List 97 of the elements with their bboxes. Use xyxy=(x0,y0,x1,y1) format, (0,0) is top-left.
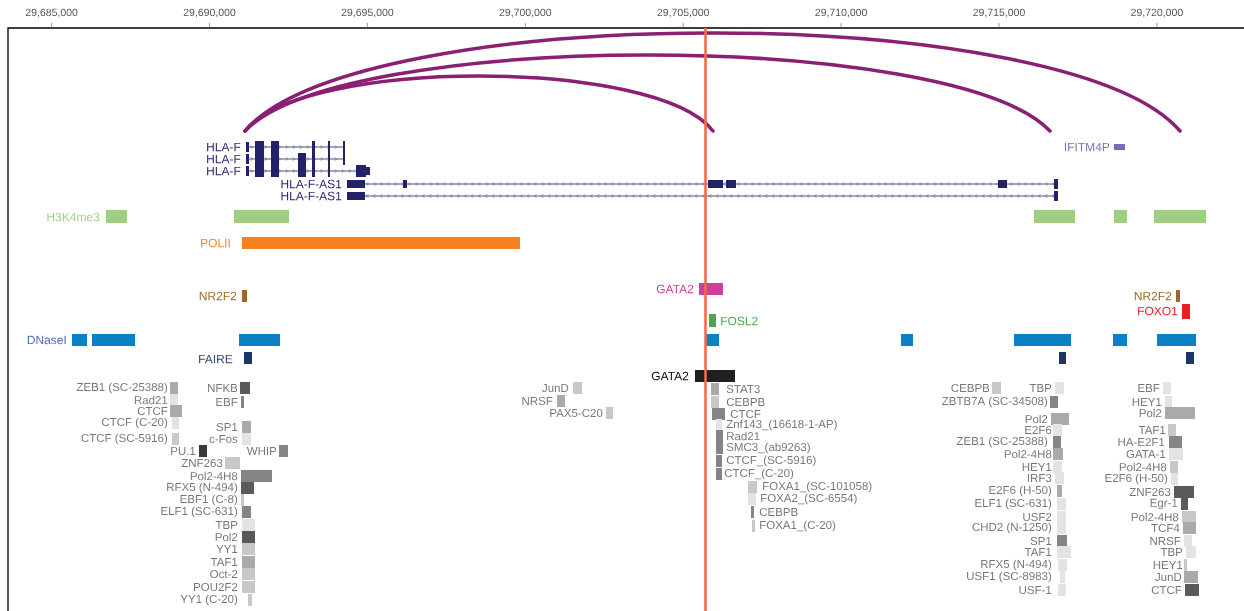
factor-label: ELF1 (SC-631) xyxy=(975,498,1052,510)
factor-label: NRSF xyxy=(522,396,553,406)
factor-label: CTCF xyxy=(137,406,168,416)
track-label: NR2F2 xyxy=(199,291,237,301)
factor-label: E2F6 (H-50) xyxy=(1105,473,1168,485)
factor-label: Pol2-4H8 xyxy=(190,471,238,481)
factor-label: Znf143_(16618-1-AP) xyxy=(726,419,837,431)
factor-label: E2F6 (H-50) xyxy=(989,485,1052,497)
axis-tick-label: 29,710,000 xyxy=(815,8,867,18)
factor-label: USF-1 xyxy=(1019,585,1052,595)
factor-label: RFX5 (N-494) xyxy=(981,559,1052,571)
axis-tick-label: 29,685,000 xyxy=(25,8,78,18)
factor-label: HEY1 xyxy=(1022,463,1052,471)
axis-tick-label: 29,715,000 xyxy=(973,8,1025,18)
factor-label: c-Fos xyxy=(209,435,238,443)
factor-label: CHD2 (N-1250) xyxy=(972,522,1052,534)
factor-label: IRF3 xyxy=(1027,473,1052,483)
factor-label: SP1 xyxy=(216,422,238,432)
factor-label: Pol2 xyxy=(215,532,238,542)
factor-label: CTCF (C-20) xyxy=(101,417,168,429)
factor-label: HEY1 xyxy=(1153,561,1183,569)
track-label: FAIRE xyxy=(199,354,233,364)
factor-label: Egr-1 xyxy=(1150,498,1178,510)
factor-label: SMC3_(ab9263) xyxy=(726,442,810,454)
factor-label: TAF1 xyxy=(210,558,238,566)
factor-label: CTCF xyxy=(1151,585,1182,595)
axis-tick-label: 29,705,000 xyxy=(657,8,710,18)
track-label: DNaseI xyxy=(27,335,66,345)
factor-label: NRSF xyxy=(1150,536,1181,546)
factor-label: USF2 xyxy=(1023,512,1052,522)
factor-label: Pol2 xyxy=(1139,408,1162,418)
factor-label: EBF1 (C-8) xyxy=(180,494,238,506)
factor-label: CEBPB xyxy=(759,507,798,517)
gene-label: HLA-F xyxy=(207,142,241,152)
factor-label: HEY1 xyxy=(1132,398,1162,406)
factor-label: Rad21 xyxy=(727,431,760,441)
factor-label: PU.1 xyxy=(171,447,196,455)
factor-label: RFX5 (N-494) xyxy=(167,482,238,494)
factor-label: Pol2-4H8 xyxy=(1131,512,1179,522)
gene-label: HLA-F xyxy=(207,166,241,176)
gene-label: HLA-F-AS1 xyxy=(281,179,342,189)
factor-label: WHIP xyxy=(246,447,277,455)
factor-label: GATA-1 xyxy=(1126,449,1166,459)
factor-label: ZEB1 (SC-25388) xyxy=(76,382,168,394)
factor-label: CEBPB xyxy=(726,397,765,407)
factor-label: YY1 xyxy=(216,545,238,553)
factor-label: YY1 (C-20) xyxy=(180,594,238,606)
factor-label: TAF1 xyxy=(1138,426,1166,434)
factor-label: Oct-2 xyxy=(210,569,238,579)
factor-label: CEBPB xyxy=(951,383,990,393)
gene-label: HLA-F-AS1 xyxy=(281,191,342,201)
factor-label: CTCF (SC-5916) xyxy=(81,433,168,445)
axis-tick-label: 29,700,000 xyxy=(499,8,552,18)
axis-tick-label: 29,690,000 xyxy=(183,8,236,18)
track-label: NR2F2 xyxy=(1134,291,1172,301)
factor-label: CTCF_(SC-5916) xyxy=(726,455,816,467)
factor-label: CTCF_(C-20) xyxy=(724,468,794,480)
factor-label: TBP xyxy=(1029,384,1052,392)
factor-label: E2F6 xyxy=(1025,425,1052,435)
factor-label: FOXA1_(C-20) xyxy=(760,520,836,532)
track-label: FOSL2 xyxy=(721,316,758,326)
factor-label: JunD xyxy=(1155,573,1182,581)
factor-label: Pol2-4H8 xyxy=(1119,462,1167,472)
factor-label: NFKB xyxy=(208,384,238,392)
factor-label: ZEB1 (SC-25388) xyxy=(956,436,1048,448)
factor-label: JunD xyxy=(542,384,569,392)
factor-label: EBF xyxy=(1138,384,1160,392)
factor-label: ZBTB7A (SC-34508) xyxy=(942,396,1048,408)
axis-tick-label: 29,720,000 xyxy=(1131,8,1183,18)
factor-label: TAF1 xyxy=(1024,548,1052,556)
factor-label: Rad21 xyxy=(134,395,168,405)
factor-label: ZNF263 xyxy=(181,458,223,468)
factor-label: HA-E2F1 xyxy=(1118,438,1165,446)
track-label: FOXO1 xyxy=(1138,306,1178,316)
factor-label: FOXA2_(SC-6554) xyxy=(761,493,857,505)
factor-label: CTCF xyxy=(730,409,761,419)
track-label: H3K4me3 xyxy=(47,212,100,222)
factor-label: STAT3 xyxy=(726,384,760,394)
track-label: GATA2 xyxy=(656,284,694,294)
gene-label: HLA-F xyxy=(207,154,241,164)
gene-label: IFITM4P xyxy=(1064,142,1110,152)
factor-label: FOXA1_(SC-101058) xyxy=(763,481,872,493)
factor-label: TBP xyxy=(1160,548,1183,556)
factor-label: EBF xyxy=(216,398,238,406)
track-label: GATA2 xyxy=(651,371,689,381)
track-label: POLII xyxy=(201,238,230,248)
factor-label: Pol2-4H8 xyxy=(1004,449,1052,459)
axis-tick-label: 29,695,000 xyxy=(341,8,394,18)
factor-label: TBP xyxy=(215,521,238,529)
factor-label: PAX5-C20 xyxy=(550,408,603,418)
factor-label: USF1 (SC-8983) xyxy=(967,571,1052,583)
factor-label: ZNF263 xyxy=(1129,487,1171,497)
factor-label: Pol2 xyxy=(1025,414,1048,424)
factor-label: TCF4 xyxy=(1151,523,1180,533)
factor-label: ELF1 (SC-631) xyxy=(161,506,238,518)
factor-label: SP1 xyxy=(1030,536,1052,546)
factor-label: POU2F2 xyxy=(194,582,238,592)
